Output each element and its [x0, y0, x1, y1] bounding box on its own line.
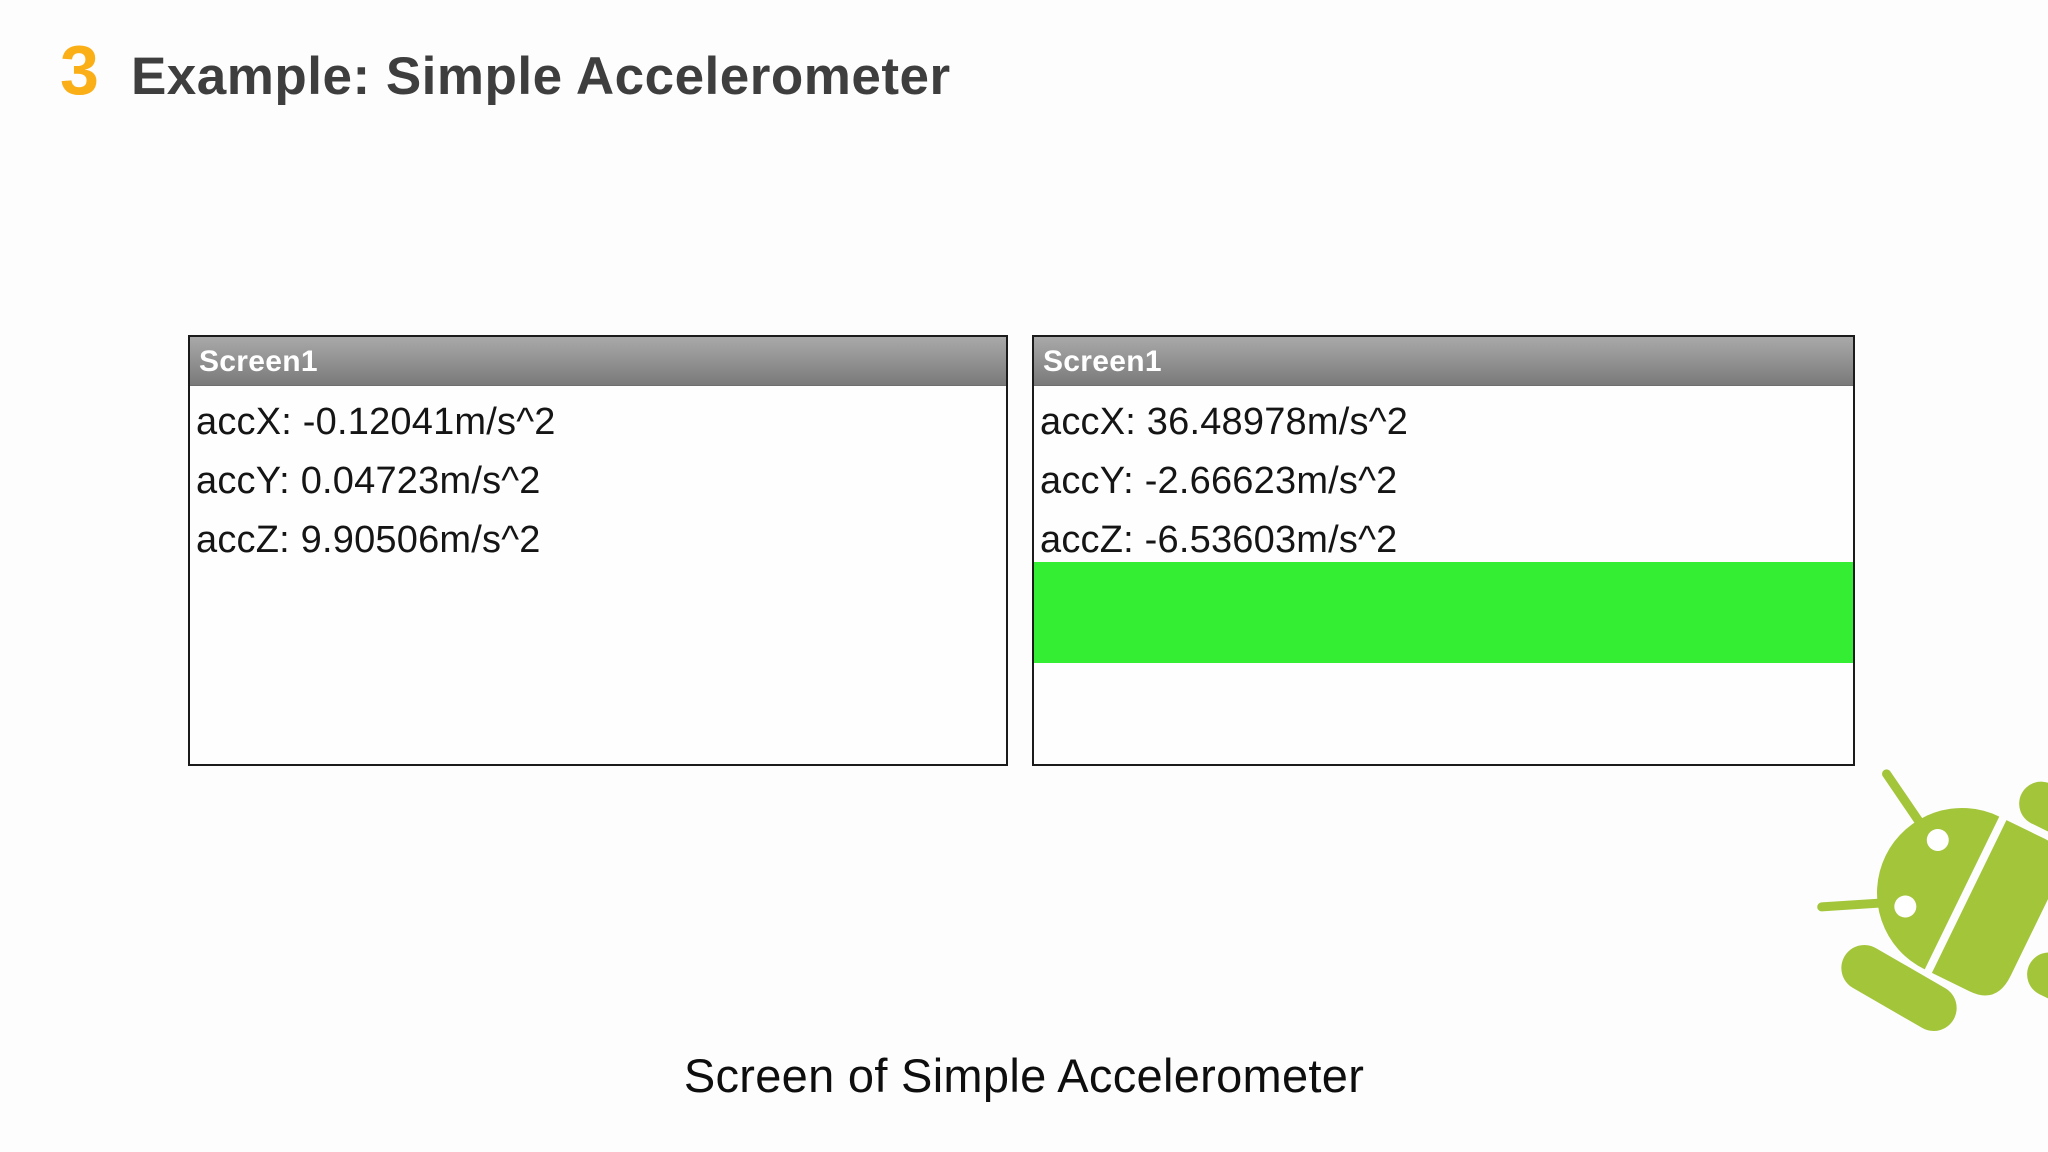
sensor-readings: accX: -0.12041m/s^2 accY: 0.04723m/s^2 a…	[190, 386, 1006, 570]
accy-reading: accY: 0.04723m/s^2	[196, 460, 541, 502]
accy-reading: accY: -2.66623m/s^2	[1040, 460, 1398, 502]
robot-leg	[2027, 952, 2048, 1029]
accz-reading: accZ: 9.90506m/s^2	[196, 519, 541, 561]
app-titlebar: Screen1	[190, 337, 1006, 386]
antenna-icon	[1817, 898, 1891, 912]
slide-header: 3 Example: Simple Accelerometer	[60, 31, 951, 109]
app-titlebar-label: Screen1	[199, 345, 318, 378]
caption: Screen of Simple Accelerometer	[683, 1049, 1365, 1102]
robot-head	[1877, 808, 2000, 970]
app-titlebar: Screen1	[1034, 337, 1853, 386]
robot-eye	[1894, 895, 1917, 918]
accx-reading: accX: -0.12041m/s^2	[196, 401, 556, 443]
robot-eye	[1926, 829, 1949, 852]
app-screenshot-normal: Screen1 accX: -0.12041m/s^2 accY: 0.0472…	[188, 335, 1008, 766]
app-screenshot-shaken: Screen1 accX: 36.48978m/s^2 accY: -2.666…	[1032, 335, 1855, 766]
sensor-readings: accX: 36.48978m/s^2 accY: -2.66623m/s^2 …	[1034, 386, 1853, 570]
page-title: Example: Simple Accelerometer	[130, 47, 951, 106]
robot-arm	[1841, 945, 1957, 1031]
accz-reading: accZ: -6.53603m/s^2	[1040, 519, 1398, 561]
status-indicator-bar	[1034, 562, 1853, 663]
app-titlebar-label: Screen1	[1043, 345, 1162, 378]
accx-reading: accX: 36.48978m/s^2	[1040, 401, 1409, 443]
robot-body	[1931, 820, 2048, 996]
slide-number: 3	[60, 31, 99, 109]
antenna-icon	[1882, 769, 1928, 832]
android-robot-icon	[1817, 769, 2048, 1031]
